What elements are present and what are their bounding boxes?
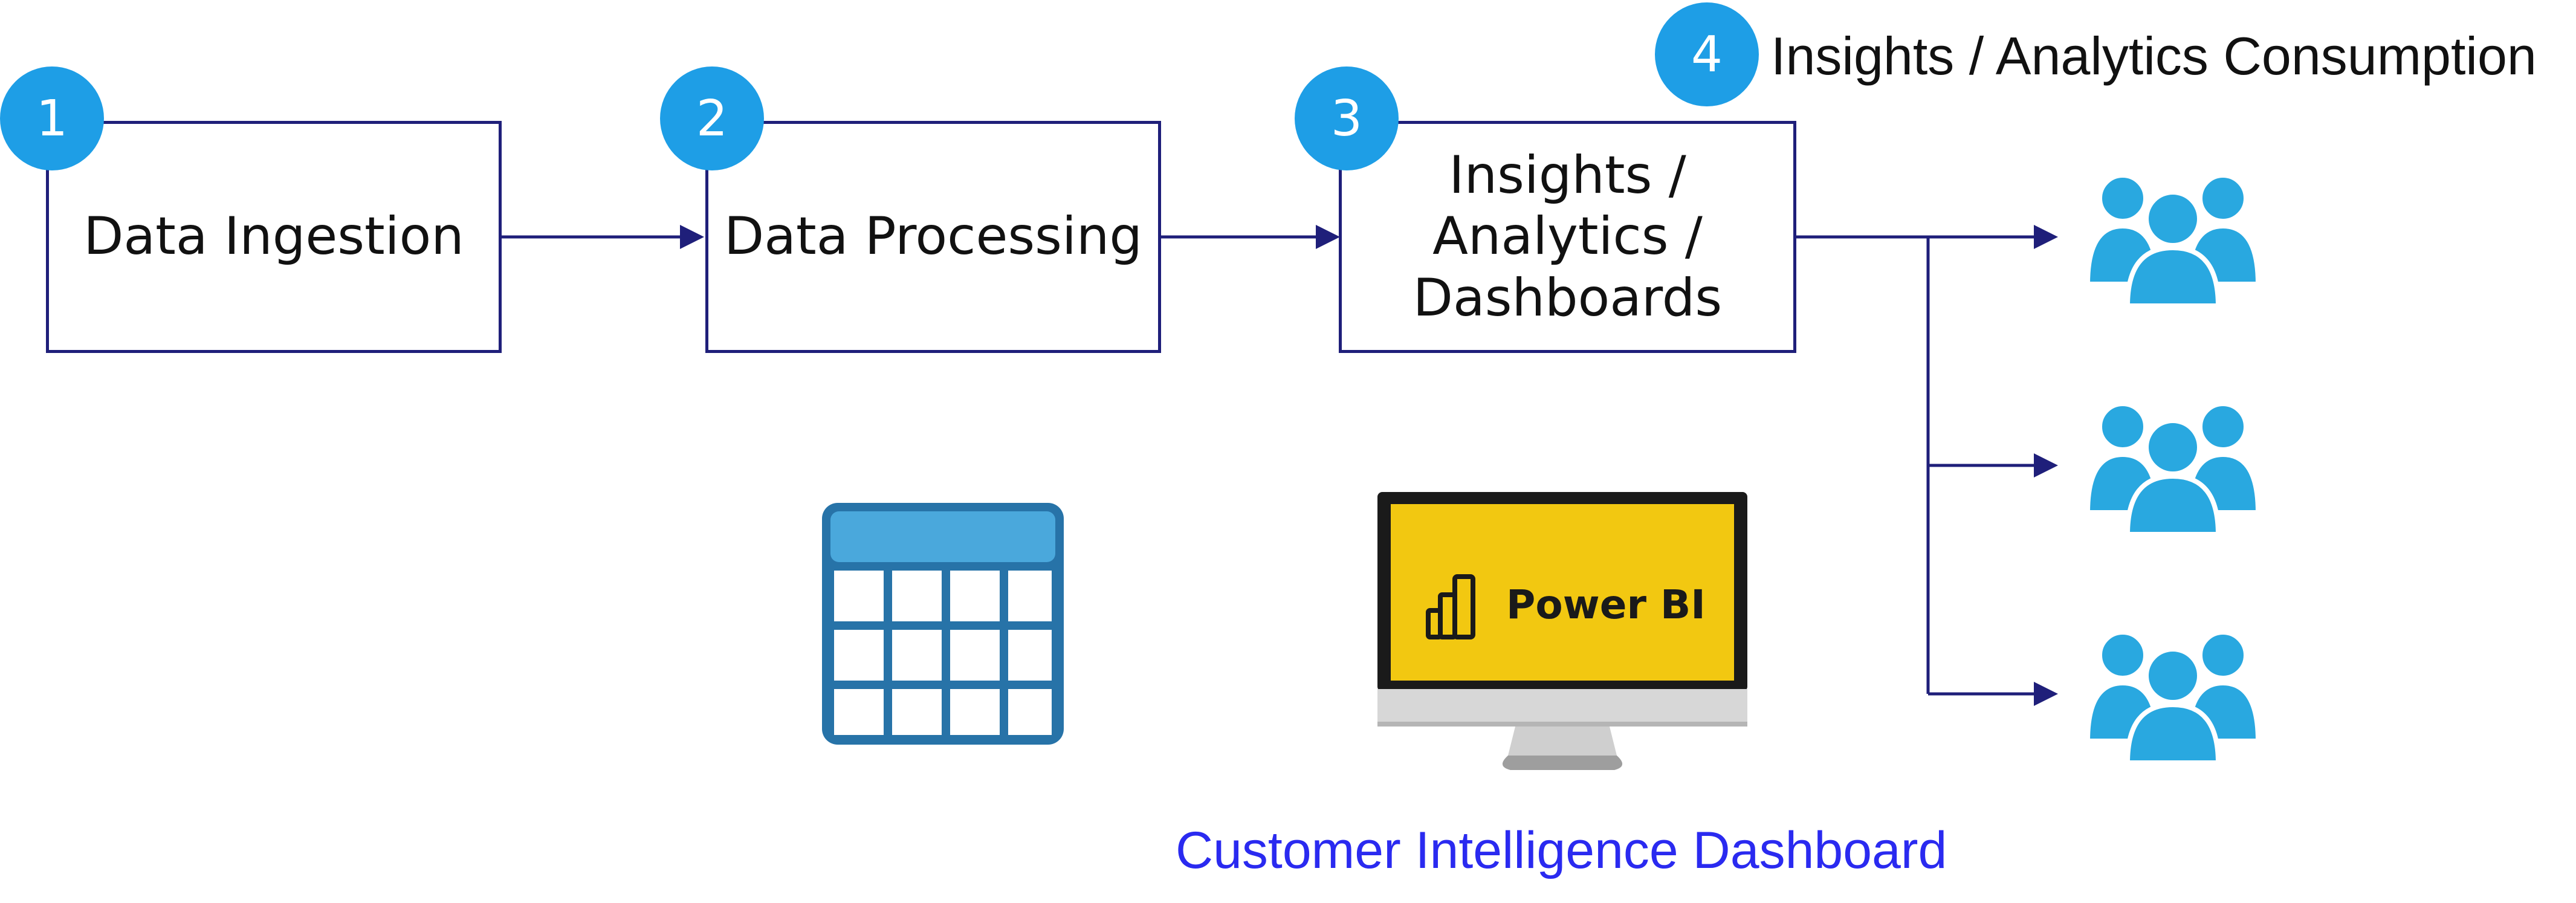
step-badge-2: 2 [660,66,764,170]
people-group-icon [2085,173,2260,308]
people-group-icon [2085,630,2260,765]
step-badge-1: 1 [0,66,104,170]
step-label-data-ingestion: Data Ingestion [83,206,464,267]
step-label-data-processing: Data Processing [724,206,1142,267]
step-box-data-ingestion: Data Ingestion [46,121,502,353]
step-badge-4: 4 [1655,2,1759,106]
step-box-insights: Insights / Analytics / Dashboards [1339,121,1796,353]
step-badge-3: 3 [1295,66,1399,170]
table-icon [822,503,1064,745]
power-bi-logo-icon [1426,574,1475,639]
step-box-data-processing: Data Processing [705,121,1161,353]
power-bi-label: Power BI [1506,581,1706,628]
dashboard-caption: Customer Intelligence Dashboard [1176,821,1947,879]
people-group-icon [2085,401,2260,537]
step-label-insights: Insights / Analytics / Dashboards [1413,144,1723,328]
consumption-title: Insights / Analytics Consumption [1771,26,2537,86]
